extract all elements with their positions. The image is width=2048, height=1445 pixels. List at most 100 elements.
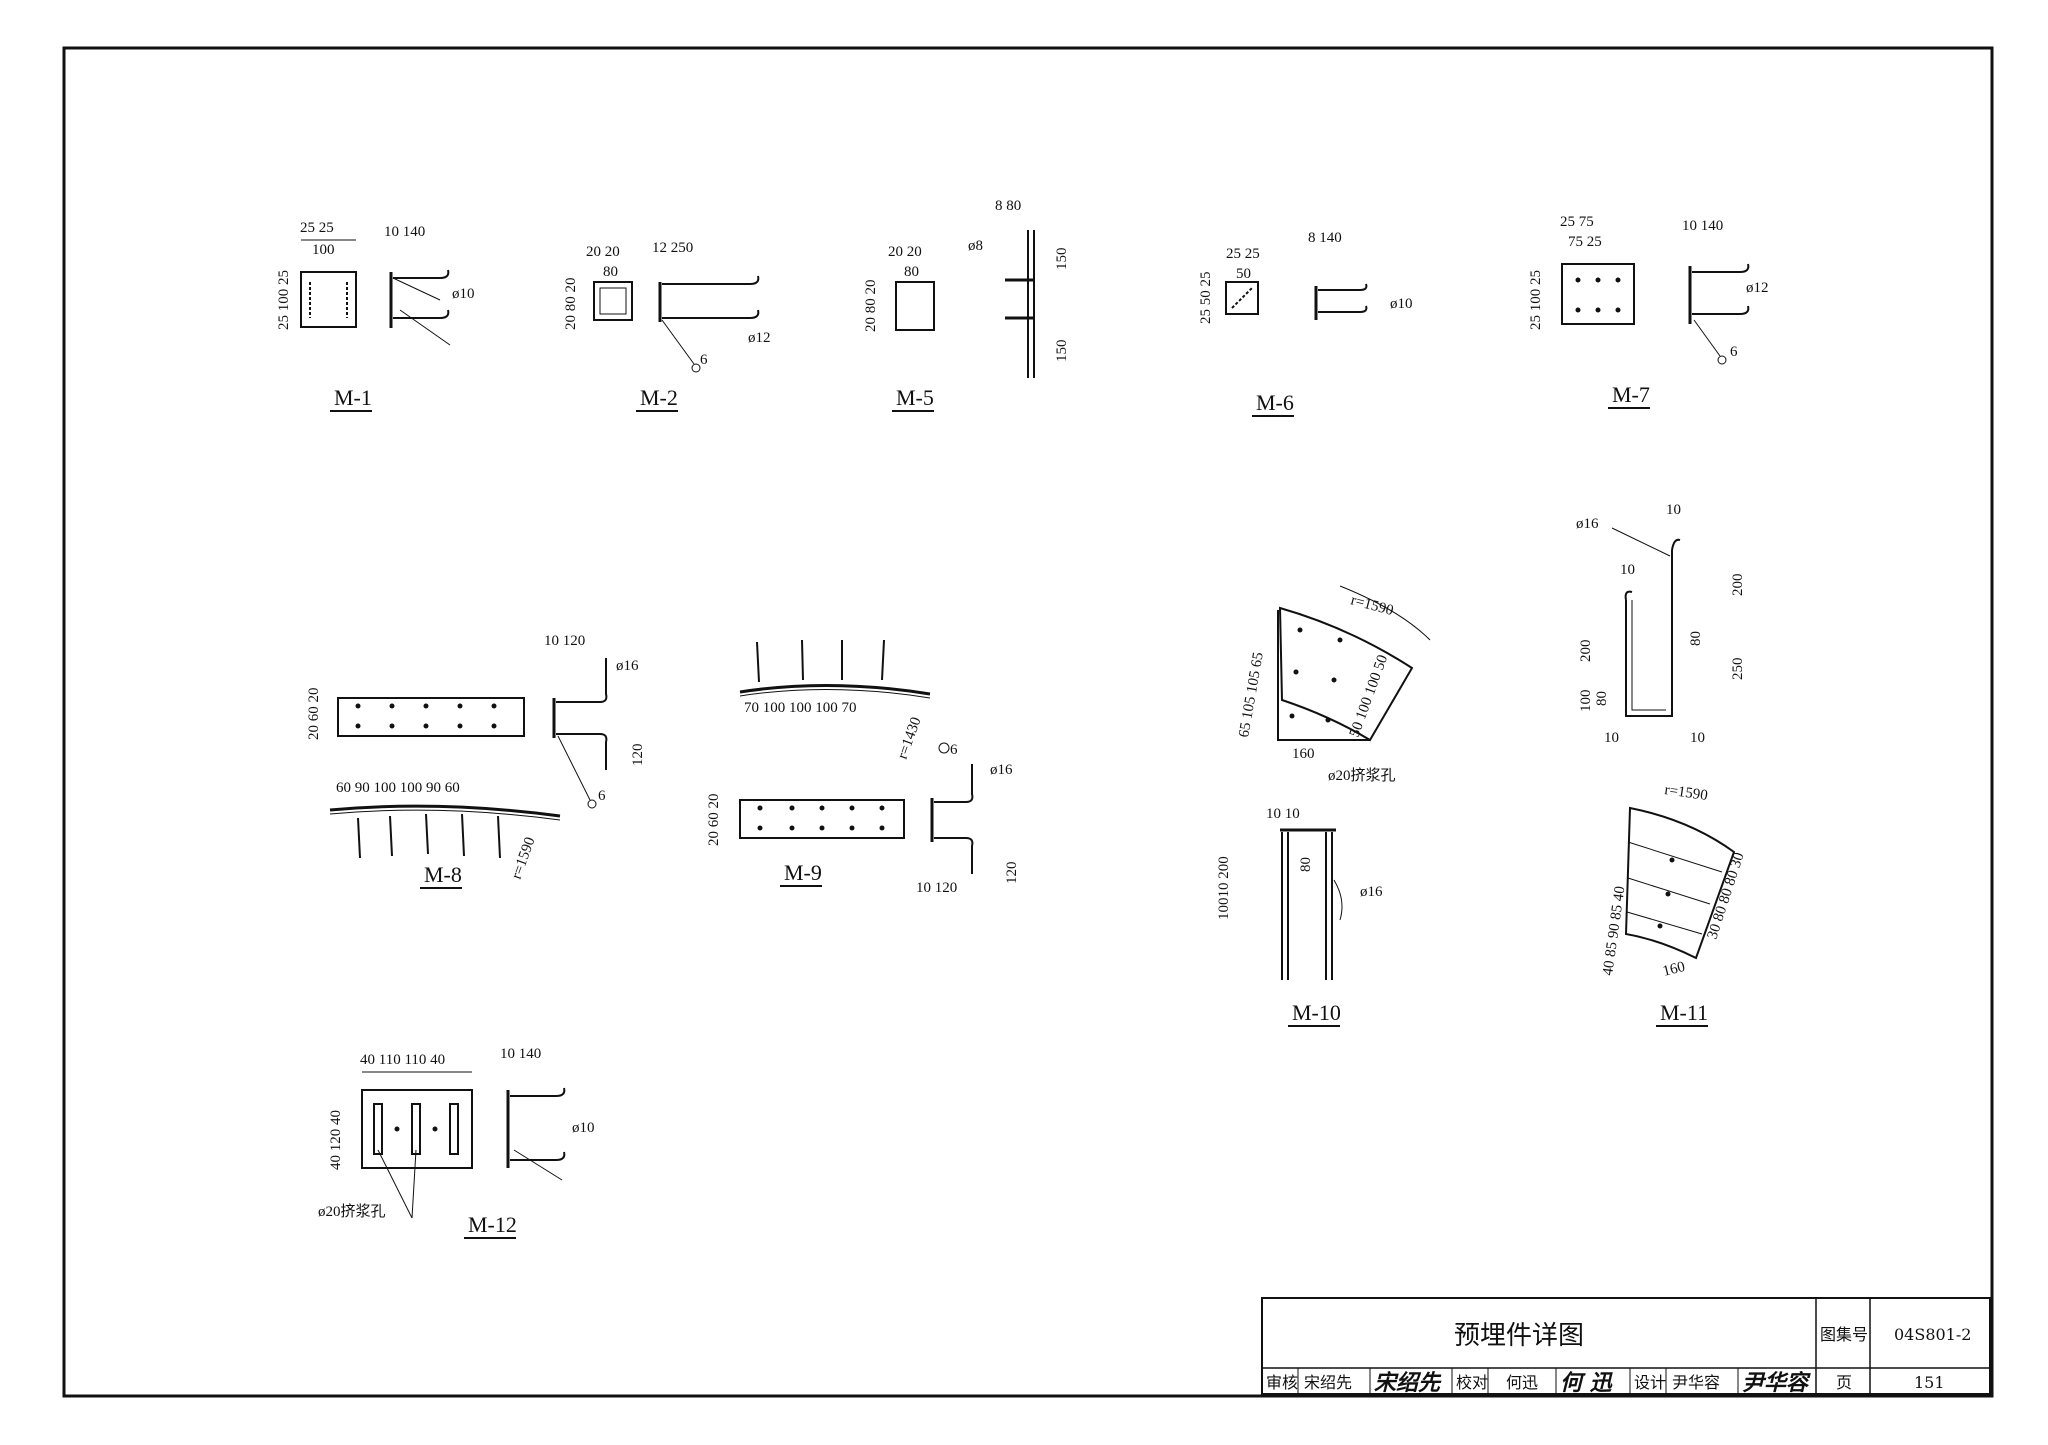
m11-bottom10b: 10 xyxy=(1690,730,1705,746)
m11-h100: 100 xyxy=(1578,690,1594,713)
check-label: 校对 xyxy=(1456,1373,1488,1392)
m10-side-dims: 10010 200 xyxy=(1216,856,1232,920)
m6-top-dim: 25 25 xyxy=(1226,246,1260,262)
m1-top-mid-dim: 100 xyxy=(312,242,335,258)
m9-side-dim: 20 60 20 xyxy=(706,794,722,847)
m10-top-dims: 10 10 xyxy=(1266,806,1300,822)
m6-label: M-6 xyxy=(1256,390,1294,415)
m11-bar-label: ø16 xyxy=(1576,516,1599,532)
designer-name: 尹华容 xyxy=(1672,1373,1720,1392)
m6-top-mid-dim: 50 xyxy=(1236,266,1251,282)
m9-h: 120 xyxy=(1004,862,1020,885)
m8-bar-label: ø16 xyxy=(616,658,639,674)
detail-m1: 25 25 100 25 100 25 10 140 ø10 M-1 xyxy=(276,220,475,412)
m6-bar-label: ø10 xyxy=(1390,296,1413,312)
m7-top-dim: 25 75 xyxy=(1560,214,1594,230)
m9-bar-label: ø16 xyxy=(990,762,1013,778)
m1-bar-label: ø10 xyxy=(452,286,475,302)
m11-h200b: 200 xyxy=(1730,574,1746,597)
detail-m6: 25 25 50 25 50 25 8 140 ø10 M-6 xyxy=(1198,230,1413,417)
m10-hole: ø20挤浆孔 xyxy=(1328,766,1396,784)
m7-bar-dims: 10 140 xyxy=(1682,218,1723,234)
m10-h80: 80 xyxy=(1298,857,1314,872)
m8-h: 120 xyxy=(630,744,646,767)
review-label: 审核 xyxy=(1266,1373,1298,1392)
page-number: 151 xyxy=(1914,1373,1945,1392)
m5-top-dim: 20 20 xyxy=(888,244,922,260)
m1-label: M-1 xyxy=(334,385,372,410)
m2-top-dim: 20 20 xyxy=(586,244,620,260)
m10-arc-left: 65 105 105 65 xyxy=(1236,651,1267,739)
reviewer-signature: 宋绍先 xyxy=(1374,1370,1442,1396)
m8-spacing: 60 90 100 100 90 60 xyxy=(336,780,460,796)
detail-m7: 25 75 75 25 25 100 25 10 140 ø12 6 M-7 xyxy=(1528,214,1769,409)
m11-arc-left: 40 85 90 85 40 xyxy=(1600,885,1628,976)
design-label: 设计 xyxy=(1634,1373,1666,1392)
m7-top-mid-dim: 75 25 xyxy=(1568,234,1602,250)
atlas-label: 图集号 xyxy=(1820,1325,1868,1344)
m7-bar-label: ø12 xyxy=(1746,280,1769,296)
m5-h1: 150 xyxy=(1054,248,1070,271)
detail-m10: r=1590 65 105 105 65 50 100 100 50 160 ø… xyxy=(1216,585,1431,1027)
m9-label: M-9 xyxy=(784,860,822,885)
m5-side-dim: 20 80 20 xyxy=(863,280,879,333)
checker-signature: 何 迅 xyxy=(1560,1370,1614,1396)
m10-radius: r=1590 xyxy=(1349,592,1395,619)
m10-arc-right: 50 100 100 50 xyxy=(1347,653,1392,740)
m2-bar-dims: 12 250 xyxy=(652,240,693,256)
page-label: 页 xyxy=(1836,1373,1852,1392)
m11-bottom10a: 10 xyxy=(1604,730,1619,746)
m1-side-dim: 25 100 25 xyxy=(276,270,292,330)
m10-width: 160 xyxy=(1292,746,1315,762)
detail-m5: 20 20 80 20 80 20 8 80 ø8 150 150 M-5 xyxy=(863,198,1070,412)
atlas-number: 04S801-2 xyxy=(1894,1325,1971,1344)
m5-label: M-5 xyxy=(896,385,934,410)
m7-side-dim: 25 100 25 xyxy=(1528,270,1544,330)
reviewer-name: 宋绍先 xyxy=(1304,1373,1352,1392)
m2-bar-label: ø12 xyxy=(748,330,771,346)
m8-weld: 6 xyxy=(598,788,606,804)
sheet-border xyxy=(62,46,1994,1398)
m5-top-mid-dim: 80 xyxy=(904,264,919,280)
designer-signature: 尹华容 xyxy=(1742,1370,1811,1396)
m2-side-dim: 20 80 20 xyxy=(563,278,579,331)
checker-name: 何迅 xyxy=(1506,1373,1538,1392)
m6-bar-dims: 8 140 xyxy=(1308,230,1342,246)
m2-top-mid-dim: 80 xyxy=(603,264,618,280)
detail-m12: 40 110 110 40 40 120 40 10 140 ø10 ø20挤浆… xyxy=(318,1046,595,1239)
m11-arc-right: 30 80 80 80 30 xyxy=(1705,851,1748,942)
m1-bar-dims: 10 140 xyxy=(384,224,425,240)
m7-weld: 6 xyxy=(1730,344,1738,360)
m11-h250: 250 xyxy=(1730,658,1746,681)
m5-bar-label: ø8 xyxy=(968,238,983,254)
m6-side-dim: 25 50 25 xyxy=(1198,272,1214,325)
m1-top-dim: 25 25 xyxy=(300,220,334,236)
m12-label: M-12 xyxy=(468,1212,517,1237)
m9-weld: 6 xyxy=(950,742,958,758)
m12-top-dim: 40 110 110 40 xyxy=(360,1052,445,1068)
detail-m11: 10 ø16 10 200 100 80 80 200 250 10 10 r=… xyxy=(1576,502,1748,1027)
m11-radius: r=1590 xyxy=(1663,782,1708,804)
m8-bar-dims: 10 120 xyxy=(544,633,585,649)
m8-radius: r=1590 xyxy=(509,835,539,881)
m10-bar: ø16 xyxy=(1360,884,1383,900)
detail-m9: 70 100 100 100 70 r=1430 20 60 20 6 ø16 … xyxy=(706,639,1020,896)
m11-label: M-11 xyxy=(1660,1000,1708,1025)
m12-side-dim: 40 120 40 xyxy=(328,1110,344,1170)
m12-bar-label: ø10 xyxy=(572,1120,595,1136)
m12-hole: ø20挤浆孔 xyxy=(318,1202,386,1220)
m11-h200a: 200 xyxy=(1578,640,1594,663)
m12-bar-dims: 10 140 xyxy=(500,1046,541,1062)
m9-bar-dims: 10 120 xyxy=(916,880,957,896)
m5-bar-top: 8 80 xyxy=(995,198,1021,214)
m9-spacing: 70 100 100 100 70 xyxy=(744,700,857,716)
m2-weld: 6 xyxy=(700,352,708,368)
drawing-title: 预埋件详图 xyxy=(1454,1321,1584,1351)
m8-side-dim: 20 60 20 xyxy=(306,688,322,741)
m10-label: M-10 xyxy=(1292,1000,1341,1025)
m11-h80b: 80 xyxy=(1688,631,1704,646)
m11-h80a: 80 xyxy=(1594,691,1610,706)
m9-radius: r=1430 xyxy=(895,715,925,761)
m2-label: M-2 xyxy=(640,385,678,410)
